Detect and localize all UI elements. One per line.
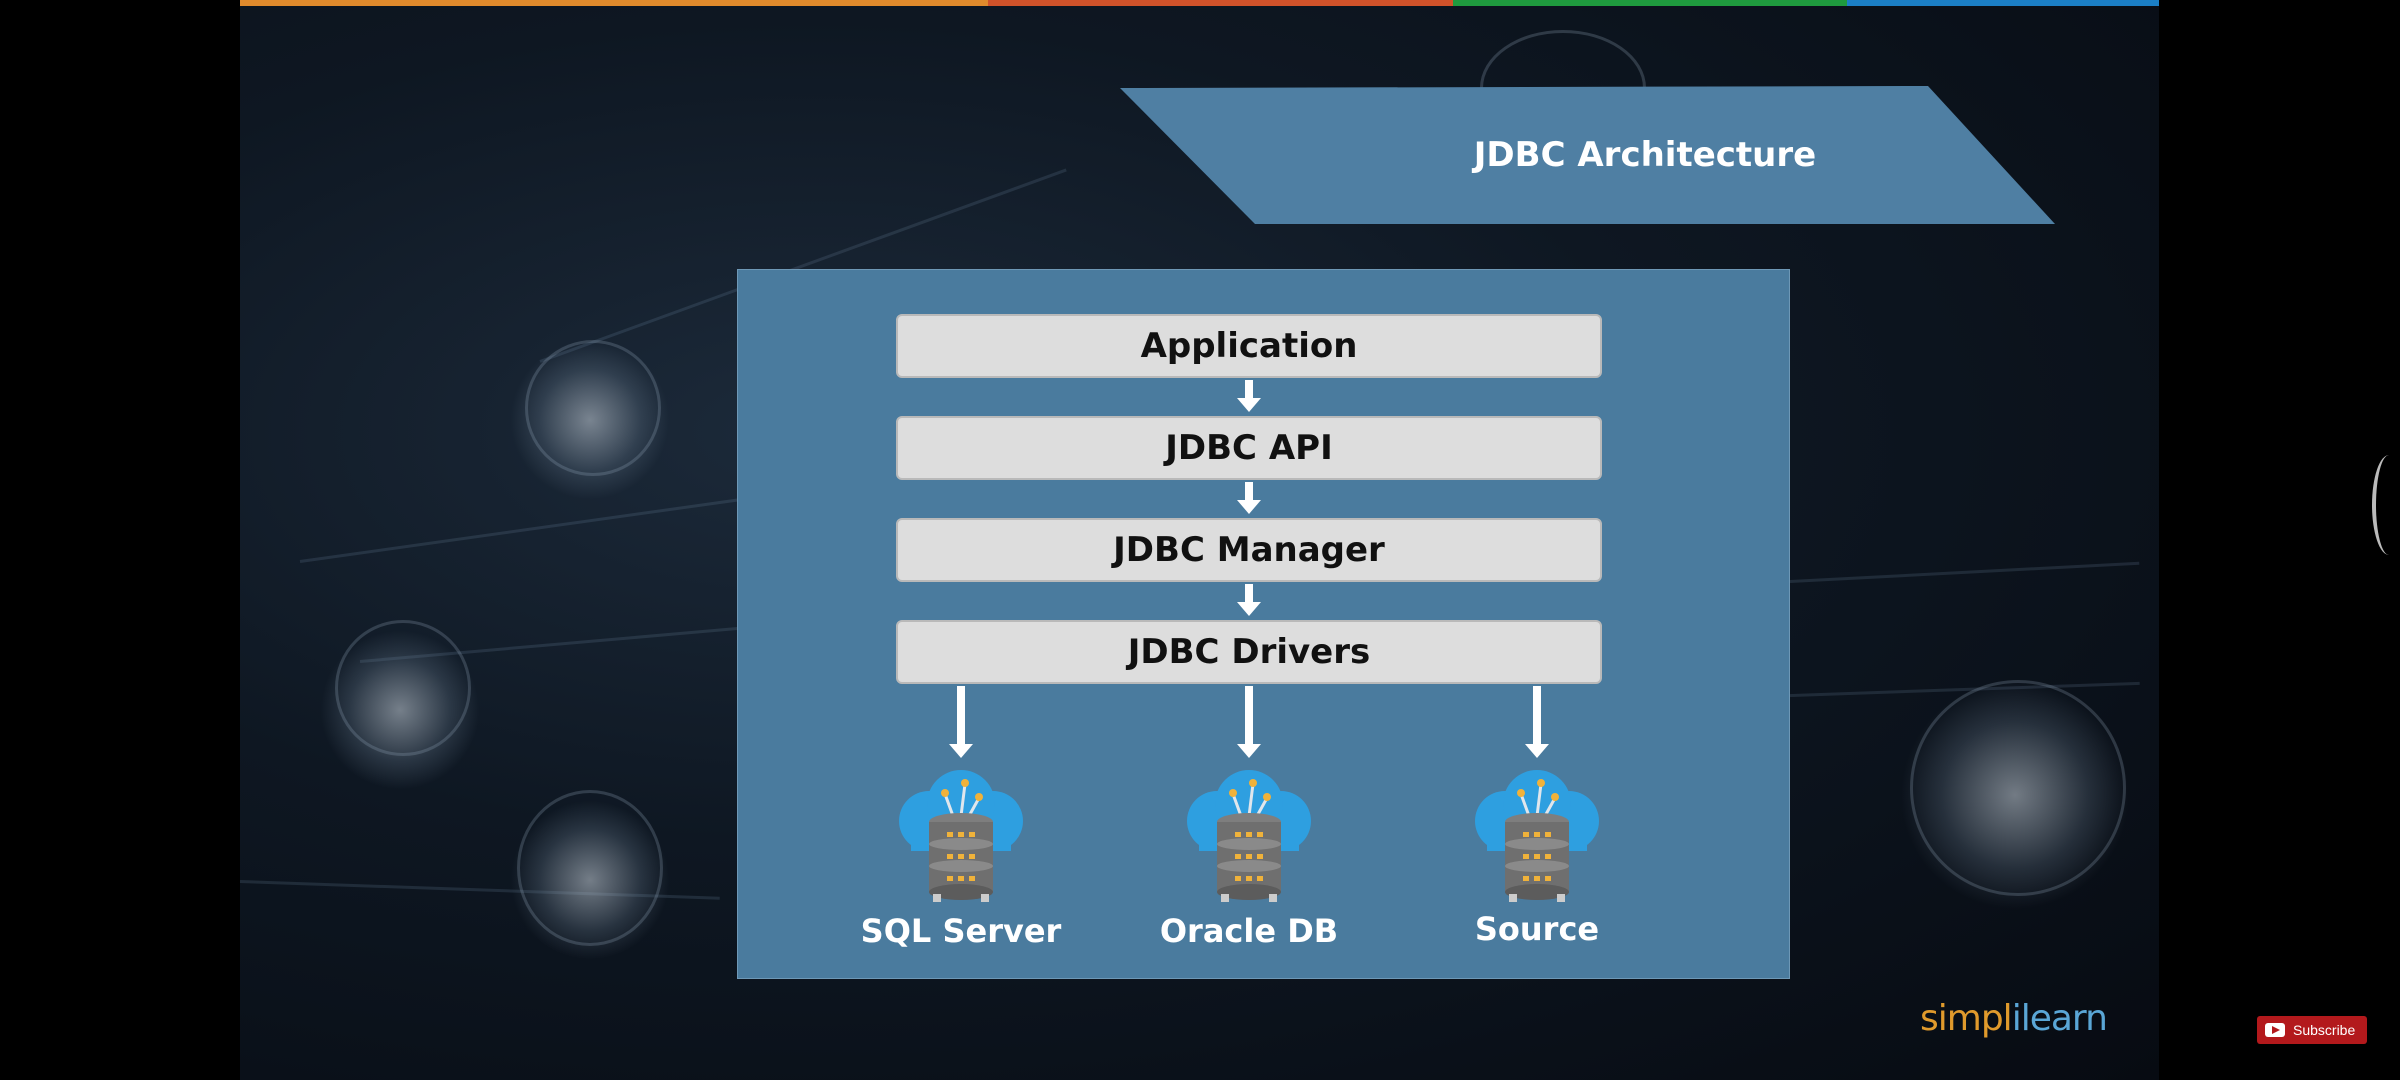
title-banner: JDBC Architecture: [1120, 86, 2060, 224]
arrow-down-icon: [1525, 686, 1549, 758]
layer-jdbc-api: JDBC API: [896, 416, 1602, 480]
db-label-source: Source: [1474, 910, 1600, 948]
db-label-oracle-db: Oracle DB: [1159, 912, 1339, 950]
subscribe-label: Subscribe: [2293, 1022, 2356, 1038]
cloud-database-icon: [1187, 770, 1311, 902]
cloud-database-icon: [1475, 770, 1599, 902]
video-frame[interactable]: JDBC Architecture Application JDBC API J…: [240, 0, 2159, 1080]
logo-text-i: i: [2011, 998, 2022, 1039]
cloud-database-icon: [899, 770, 1023, 902]
arrow-down-icon: [1237, 482, 1261, 514]
logo-text-learn: learn: [2020, 998, 2108, 1039]
accent-bar: [240, 0, 2159, 6]
logo-text-simpl: simpl: [1920, 998, 2013, 1039]
slide-title: JDBC Architecture: [1473, 135, 1817, 175]
db-label-sql-server: SQL Server: [860, 912, 1062, 950]
youtube-icon: [2265, 1023, 2285, 1037]
simplilearn-logo: simplilearn: [1920, 998, 2108, 1039]
subscribe-button[interactable]: Subscribe: [2257, 1016, 2367, 1044]
arrow-down-icon: [1237, 584, 1261, 616]
arrow-down-icon: [1237, 686, 1261, 758]
side-panel-handle[interactable]: [2372, 455, 2400, 555]
arrow-down-icon: [1237, 380, 1261, 412]
layer-application: Application: [896, 314, 1602, 378]
layer-jdbc-drivers: JDBC Drivers: [896, 620, 1602, 684]
arrow-down-icon: [949, 686, 973, 758]
layer-jdbc-manager: JDBC Manager: [896, 518, 1602, 582]
architecture-diagram: Application JDBC API JDBC Manager JDBC D…: [737, 269, 1790, 979]
